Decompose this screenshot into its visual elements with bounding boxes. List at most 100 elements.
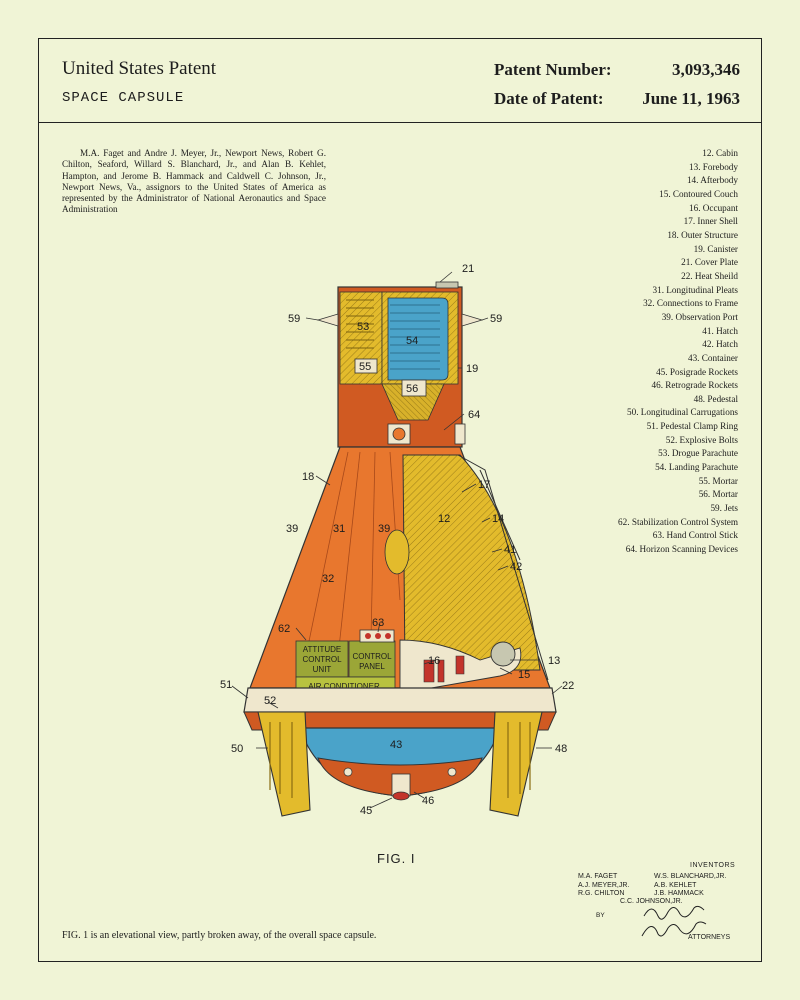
attitude-line2: CONTROL	[302, 655, 342, 664]
legend-item: 18. Outer Structure	[667, 229, 738, 240]
inventor-name: M.A. FAGET	[578, 873, 618, 880]
legend-item: 16. Occupant	[689, 202, 738, 213]
label-39-left: 39	[286, 523, 298, 535]
label-64: 64	[468, 409, 480, 421]
legend-item: 53. Drogue Parachute	[658, 448, 738, 459]
figure-title: FIG. I	[377, 851, 416, 866]
legend-item: 13. Forebody	[689, 161, 738, 172]
label-13: 13	[548, 655, 560, 667]
canister	[337, 281, 466, 448]
label-53: 53	[357, 321, 369, 333]
legend-item: 41. Hatch	[702, 325, 738, 336]
inventor-name: R.G. CHILTON	[578, 890, 625, 897]
legend-item: 56. Mortar	[698, 489, 738, 500]
patent-subtitle: SPACE CAPSULE	[62, 90, 185, 106]
by-label: BY	[596, 912, 605, 919]
label-21: 21	[462, 263, 474, 275]
label-45: 45	[360, 805, 372, 817]
label-17: 17	[478, 479, 490, 491]
label-39-right: 39	[378, 523, 390, 535]
attitude-line1: ATTITUDE	[303, 645, 342, 654]
occupant	[399, 639, 522, 691]
label-15: 15	[518, 669, 530, 681]
inventor-name: A.J. MEYER,JR.	[578, 881, 630, 889]
label-54: 54	[406, 335, 418, 347]
patent-date: June 11, 1963	[642, 89, 740, 108]
legend-item: 39. Observation Port	[661, 311, 738, 322]
legend-item: 62. Stabilization Control System	[618, 516, 738, 527]
jets	[316, 313, 484, 327]
legend-item: 15. Contoured Couch	[659, 188, 738, 199]
pedestals	[257, 711, 543, 817]
inventor-names-col2: W.S. BLANCHARD,JR. A.B. KEHLET J.B. HAMM…	[654, 873, 726, 899]
legend-item: 63. Hand Control Stick	[652, 530, 738, 541]
legend-item: 22. Heat Sheild	[681, 270, 738, 281]
legend-item: 21. Cover Plate	[681, 257, 738, 268]
legend-item: 19. Canister	[693, 243, 738, 254]
label-63: 63	[372, 617, 384, 629]
attorney-signature	[641, 905, 707, 937]
inventor-name: W.S. BLANCHARD,JR.	[654, 873, 727, 880]
legend-item: 17. Inner Shell	[683, 216, 738, 227]
legend-item: 64. Horizon Scanning Devices	[625, 544, 738, 555]
leader-lines	[231, 271, 563, 809]
label-32: 32	[322, 573, 334, 585]
legend-item: 59. Jets	[710, 503, 738, 514]
label-52: 52	[264, 695, 276, 707]
page-border	[38, 38, 762, 962]
control-line2: PANEL	[359, 662, 385, 671]
label-62: 62	[278, 623, 290, 635]
inventor-names-col1: M.A. FAGET A.J. MEYER,JR. R.G. CHILTON	[578, 873, 629, 899]
header-divider	[38, 122, 762, 123]
heat-shield	[243, 687, 557, 801]
legend-item: 31. Longitudinal Pleats	[652, 284, 739, 295]
air-conditioner-label: AIR CONDITIONER	[308, 682, 380, 691]
legend-item: 55. Mortar	[698, 475, 738, 486]
label-46: 46	[422, 795, 434, 807]
label-50: 50	[231, 743, 243, 755]
label-41: 41	[504, 544, 516, 556]
label-56: 56	[406, 383, 418, 395]
label-22: 22	[562, 680, 574, 692]
legend-item: 46. Retrograde Rockets	[651, 380, 739, 391]
legend-item: 12. Cabin	[702, 148, 738, 158]
attorneys-label: ATTORNEYS	[688, 934, 731, 941]
stabilization-control: ATTITUDE CONTROL UNIT CONTROL PANEL AIR …	[295, 629, 396, 694]
legend-item: 50. Longitudinal Carrugations	[627, 407, 738, 418]
label-55: 55	[359, 361, 371, 373]
figure-caption: FIG. 1 is an elevational view, partly br…	[62, 930, 377, 941]
legend-item: 14. Afterbody	[686, 175, 738, 186]
legend-item: 45. Posigrade Rockets	[656, 366, 738, 377]
label-19: 19	[466, 363, 478, 375]
label-59-left: 59	[288, 313, 300, 325]
inventor-name: J.B. HAMMACK	[654, 890, 704, 897]
legend-item: 42. Hatch	[702, 339, 738, 350]
label-14: 14	[492, 513, 504, 525]
inventors-paragraph: M.A. Faget and Andre J. Meyer, Jr., Newp…	[62, 148, 326, 215]
inventor-name-last: C.C. JOHNSON,JR.	[620, 898, 683, 905]
date-label: Date of Patent:	[494, 89, 604, 108]
label-31: 31	[333, 523, 345, 535]
inventor-name: A.B. KEHLET	[654, 881, 697, 889]
afterbody	[249, 446, 551, 689]
label-59-right: 59	[490, 313, 502, 325]
legend-item: 52. Explosive Bolts	[665, 434, 738, 445]
legend-item: 54. Landing Parachute	[655, 462, 738, 473]
label-43: 43	[390, 739, 402, 751]
legend-item: 48. Pedestal	[693, 393, 738, 404]
drawing-labels: 21 59 59 19 64 18 17 14 41 42 39 31 39 1…	[220, 263, 574, 817]
label-51: 51	[220, 679, 232, 691]
attitude-line3: UNIT	[313, 665, 332, 674]
control-line1: CONTROL	[352, 652, 392, 661]
label-18: 18	[302, 471, 314, 483]
legend-item: 43. Container	[687, 352, 738, 363]
label-48: 48	[555, 743, 567, 755]
parts-legend: 12. Cabin 13. Forebody 14. Afterbody 15. Co…	[618, 147, 738, 557]
label-16: 16	[428, 655, 440, 667]
patent-title: United States Patent	[62, 58, 217, 79]
patent-number: 3,093,346	[672, 60, 740, 79]
patent-number-label: Patent Number:	[494, 60, 612, 79]
legend-item: 32. Connections to Frame	[643, 298, 738, 309]
label-12: 12	[438, 513, 450, 525]
